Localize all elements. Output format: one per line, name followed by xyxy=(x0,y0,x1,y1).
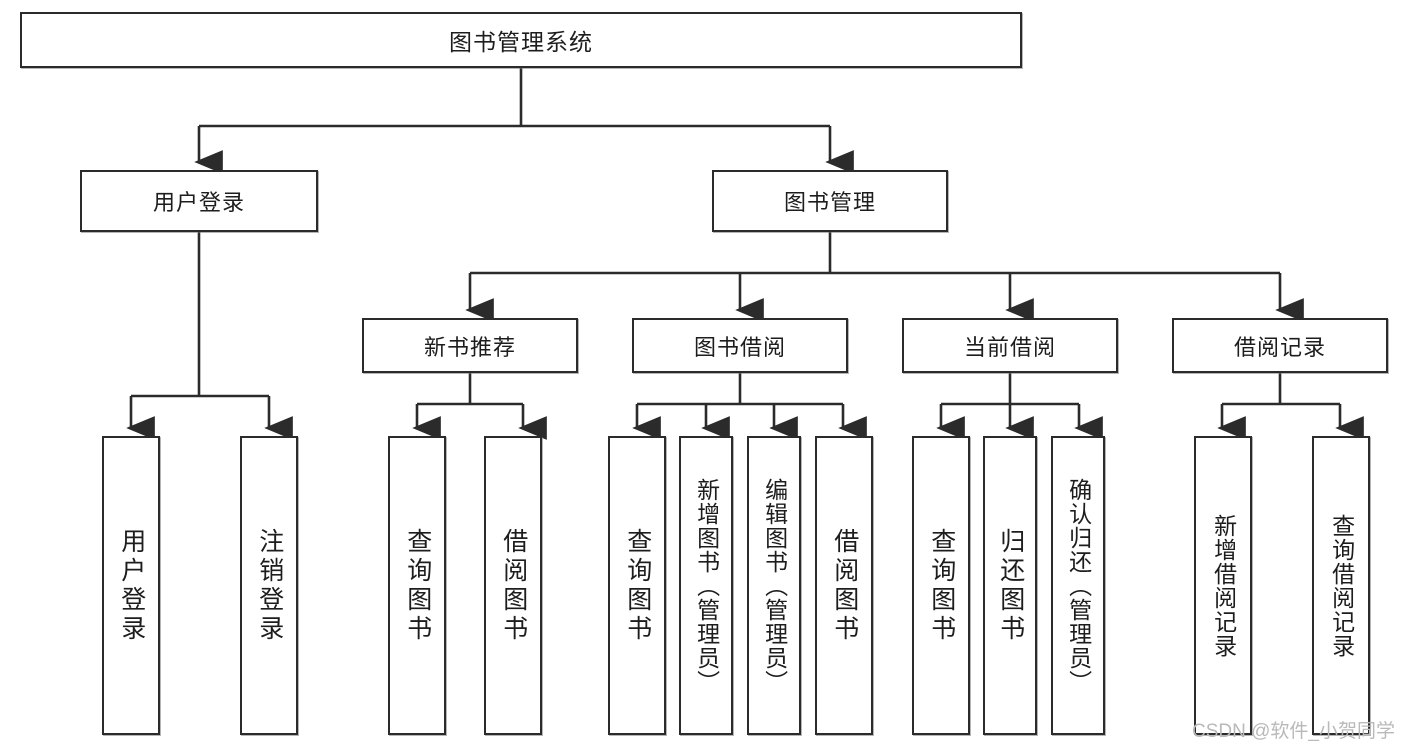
node-label: 注销登录 xyxy=(255,527,284,644)
node-label: 新增图书（管理员） xyxy=(693,477,720,694)
node-leaf-user-logout[interactable]: 注销登录 xyxy=(240,436,298,735)
node-label: 编辑图书（管理员） xyxy=(761,477,788,694)
node-label: 查询借阅记录 xyxy=(1328,513,1355,658)
node-leaf-query-record[interactable]: 查询借阅记录 xyxy=(1312,436,1370,735)
node-leaf-query-book-3[interactable]: 查询图书 xyxy=(912,436,970,735)
node-leaf-add-record[interactable]: 新增借阅记录 xyxy=(1194,436,1252,735)
node-book-borrow[interactable]: 图书借阅 xyxy=(632,318,848,373)
csdn-watermark: CSDN @软件_小贺同学 xyxy=(1192,721,1395,742)
node-label: 用户登录 xyxy=(117,527,146,644)
node-label: 图书管理 xyxy=(783,190,876,215)
node-label: 借阅图书 xyxy=(830,527,859,644)
node-book-manage[interactable]: 图书管理 xyxy=(712,170,948,232)
node-label: 查询图书 xyxy=(403,527,432,644)
node-leaf-query-book-1[interactable]: 查询图书 xyxy=(388,436,446,735)
node-label: 新书推荐 xyxy=(423,334,516,360)
node-leaf-query-book-2[interactable]: 查询图书 xyxy=(608,436,666,735)
node-label: 查询图书 xyxy=(927,527,956,644)
node-label: 用户登录 xyxy=(152,190,245,215)
node-borrow-record[interactable]: 借阅记录 xyxy=(1172,318,1388,373)
node-leaf-edit-book[interactable]: 编辑图书（管理员） xyxy=(747,436,801,735)
node-leaf-borrow-book-1[interactable]: 借阅图书 xyxy=(484,436,542,735)
node-label: 查询图书 xyxy=(623,527,652,644)
node-label: 借阅记录 xyxy=(1233,334,1326,360)
node-leaf-user-login[interactable]: 用户登录 xyxy=(102,436,160,735)
node-current-borrow[interactable]: 当前借阅 xyxy=(902,318,1118,373)
node-leaf-confirm-return[interactable]: 确认归还（管理员） xyxy=(1051,436,1105,735)
node-label: 图书借阅 xyxy=(693,334,786,360)
node-leaf-borrow-book-2[interactable]: 借阅图书 xyxy=(815,436,873,735)
node-leaf-return-book[interactable]: 归还图书 xyxy=(983,436,1037,735)
node-label: 当前借阅 xyxy=(963,334,1056,360)
node-label: 借阅图书 xyxy=(499,527,528,644)
node-new-book-recommend[interactable]: 新书推荐 xyxy=(362,318,578,373)
node-user-login[interactable]: 用户登录 xyxy=(80,170,318,232)
node-label: 新增借阅记录 xyxy=(1210,513,1237,658)
node-label: 归还图书 xyxy=(996,527,1025,644)
node-root-system[interactable]: 图书管理系统 xyxy=(20,12,1022,68)
node-label: 确认归还（管理员） xyxy=(1065,477,1092,694)
node-leaf-add-book[interactable]: 新增图书（管理员） xyxy=(679,436,733,735)
node-label: 图书管理系统 xyxy=(449,29,593,55)
